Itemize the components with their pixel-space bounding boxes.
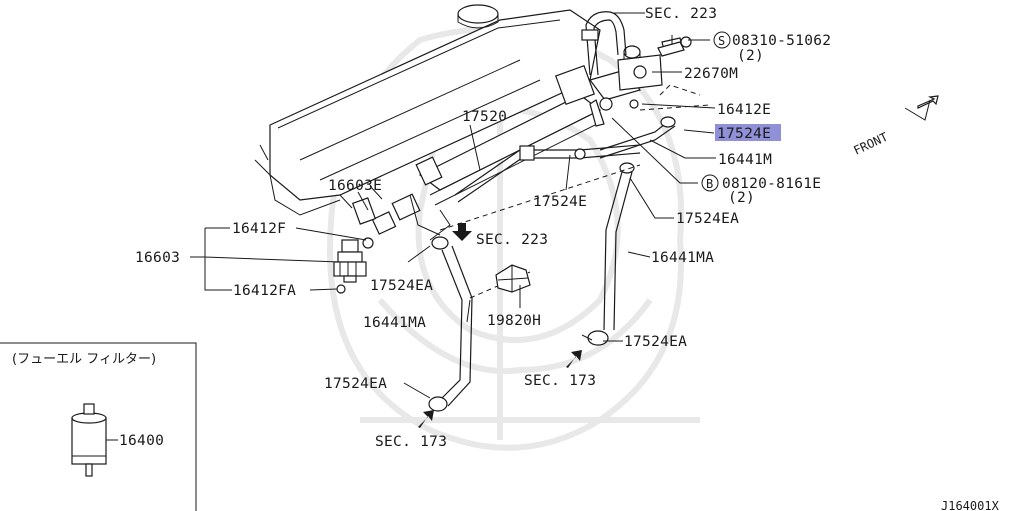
label-16441MA-right[interactable]: 16441MA <box>651 250 714 266</box>
vacuum-hose-top <box>581 11 627 76</box>
label-16412E[interactable]: 16412E <box>717 102 771 118</box>
label-17520[interactable]: 17520 <box>462 109 507 125</box>
label-filter-caption: (フューエル フィルター) <box>12 352 156 367</box>
label-17524E-highlight[interactable]: 17524E <box>717 126 771 142</box>
label-sec173-left[interactable]: SEC. 173 <box>375 434 447 450</box>
bracket-19820H <box>495 264 531 293</box>
label-16441MA-left[interactable]: 16441MA <box>363 315 426 331</box>
label-sec223-mid[interactable]: SEC. 223 <box>476 232 548 248</box>
label-22670M[interactable]: 22670M <box>684 66 738 82</box>
leader-lines <box>190 12 716 399</box>
label-sec223-top[interactable]: SEC. 223 <box>645 6 717 22</box>
label-bolt-s-qty: (2) <box>737 48 764 64</box>
label-19820H[interactable]: 19820H <box>487 313 541 329</box>
label-16412F[interactable]: 16412F <box>232 221 286 237</box>
label-16603[interactable]: 16603 <box>135 250 180 266</box>
fuel-injector <box>333 197 377 294</box>
hose-right <box>581 162 635 346</box>
label-17524EA-left[interactable]: 17524EA <box>370 278 433 294</box>
label-17524EA-lower-right[interactable]: 17524EA <box>624 334 687 350</box>
label-17524EA-lower-left[interactable]: 17524EA <box>324 376 387 392</box>
label-front: FRONT <box>851 130 890 158</box>
label-sec173-right[interactable]: SEC. 173 <box>524 373 596 389</box>
arrows <box>418 95 939 428</box>
label-16400[interactable]: 16400 <box>119 433 164 449</box>
diagram-code: J164001X <box>941 499 1000 511</box>
label-bolt-b[interactable]: 08120-8161E <box>722 176 821 192</box>
label-bolt-b-qty: (2) <box>728 190 755 206</box>
highlight-box <box>715 124 781 141</box>
fuel-filter-box <box>0 342 197 511</box>
symbol-b: B <box>706 177 713 191</box>
symbol-s: S <box>718 34 725 48</box>
pressure-regulator <box>617 35 683 91</box>
fuel-rail <box>371 65 642 241</box>
label-bolt-s[interactable]: 08310-51062 <box>732 33 831 49</box>
b-symbol-icon <box>701 174 719 192</box>
s-symbol-icon <box>713 31 731 49</box>
label-17524EA-right[interactable]: 17524EA <box>676 211 739 227</box>
label-16412FA[interactable]: 16412FA <box>233 283 296 299</box>
label-17524E-mid[interactable]: 17524E <box>533 194 587 210</box>
bolts <box>589 36 692 127</box>
label-16603E[interactable]: 16603E <box>328 178 382 194</box>
fuel-pipe <box>454 144 641 203</box>
engine-cover <box>254 4 601 216</box>
label-16441M[interactable]: 16441M <box>718 152 772 168</box>
hose-left <box>428 236 473 412</box>
part-labels: SEC. 223 S 08310-51062 (2) 22670M 16412E… <box>12 6 1000 511</box>
return-hose <box>599 116 676 159</box>
